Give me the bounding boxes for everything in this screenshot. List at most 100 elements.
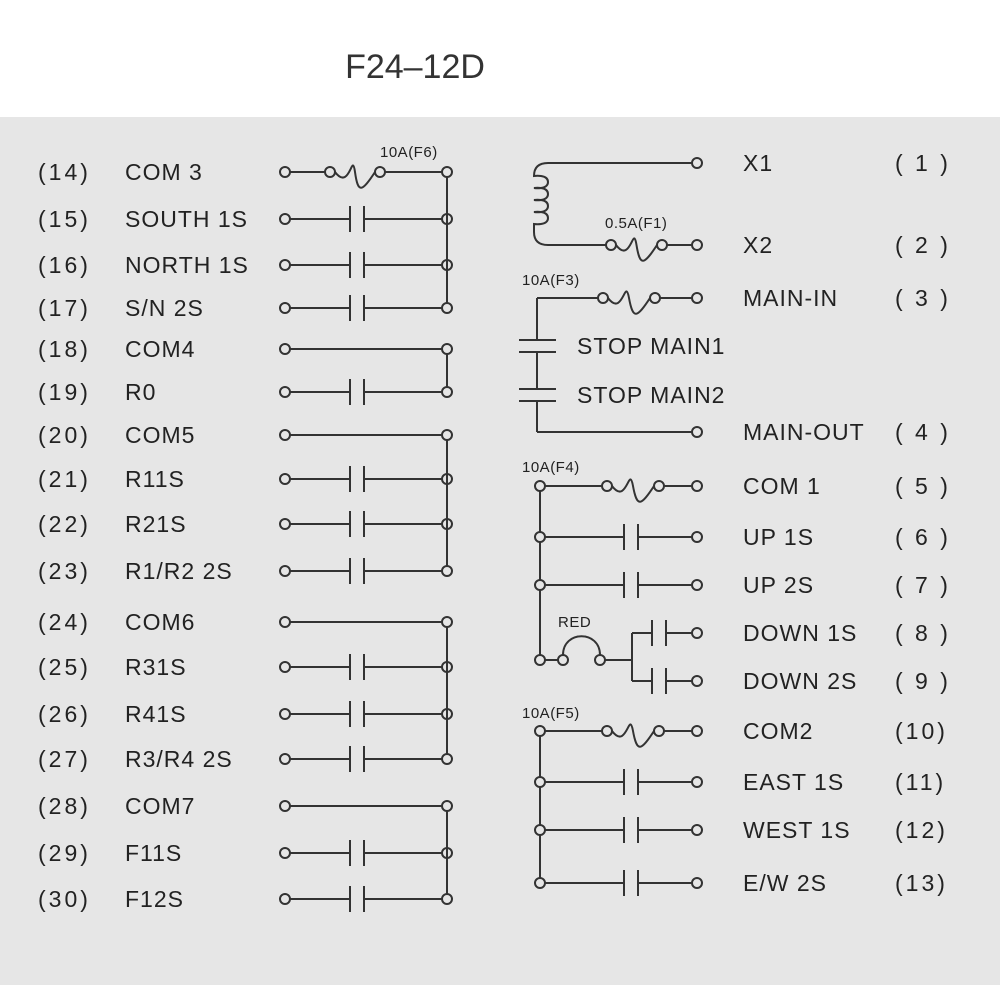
terminal-number: (20) xyxy=(38,422,91,448)
terminal-icon xyxy=(691,426,703,438)
terminal-label: R1/R2 2S xyxy=(125,558,233,584)
stop-label: STOP MAIN1 xyxy=(577,333,725,359)
terminal-label: DOWN 2S xyxy=(743,668,857,694)
terminal-icon xyxy=(691,239,703,251)
terminal-icon xyxy=(691,480,703,492)
terminal-icon xyxy=(691,157,703,169)
terminal-label: COM4 xyxy=(125,336,195,362)
diagram-panel xyxy=(0,117,1000,985)
terminal-icon xyxy=(279,343,291,355)
terminal-number: (15) xyxy=(38,206,91,232)
bus-node xyxy=(441,386,453,398)
bus-node xyxy=(441,565,453,577)
terminal-label: X2 xyxy=(743,232,773,258)
terminal-label: R11S xyxy=(125,466,185,492)
terminal-icon xyxy=(279,847,291,859)
terminal-number: (26) xyxy=(38,701,91,727)
fuse-icon xyxy=(334,164,376,189)
terminal-label: DOWN 1S xyxy=(743,620,857,646)
terminal-icon xyxy=(691,579,703,591)
terminal-number: ( 1 ) xyxy=(895,150,951,176)
fuse-label: 10A(F4) xyxy=(522,459,580,476)
bus-node xyxy=(534,531,546,543)
terminal-number: ( 7 ) xyxy=(895,572,951,598)
jumper-terminal xyxy=(557,654,569,666)
terminal-icon xyxy=(279,302,291,314)
fuse-terminal xyxy=(374,166,386,178)
fuse-terminal xyxy=(601,480,613,492)
terminal-number: ( 5 ) xyxy=(895,473,951,499)
terminal-icon xyxy=(279,386,291,398)
terminal-number: (23) xyxy=(38,558,91,584)
terminal-number: (12) xyxy=(895,817,948,843)
terminal-number: (21) xyxy=(38,466,91,492)
bus-node xyxy=(441,893,453,905)
terminal-label: COM 3 xyxy=(125,159,203,185)
fuse-terminal xyxy=(324,166,336,178)
terminal-number: ( 9 ) xyxy=(895,668,951,694)
terminal-number: ( 6 ) xyxy=(895,524,951,550)
terminal-icon xyxy=(691,531,703,543)
terminal-icon xyxy=(279,166,291,178)
terminal-label: COM 1 xyxy=(743,473,821,499)
fuse-label: 0.5A(F1) xyxy=(605,215,667,232)
terminal-label: COM6 xyxy=(125,609,195,635)
terminal-icon xyxy=(279,565,291,577)
terminal-label: R0 xyxy=(125,379,156,405)
terminal-label: MAIN-IN xyxy=(743,285,838,311)
terminal-icon xyxy=(691,725,703,737)
bus-node xyxy=(534,579,546,591)
red-label: RED xyxy=(558,614,591,631)
bus-node xyxy=(534,654,546,666)
terminal-label: SOUTH 1S xyxy=(125,206,248,232)
terminal-number: (28) xyxy=(38,793,91,819)
terminal-number: (11) xyxy=(895,769,946,795)
terminal-number: (30) xyxy=(38,886,91,912)
terminal-number: (19) xyxy=(38,379,91,405)
fuse-terminal xyxy=(656,239,668,251)
terminal-label: NORTH 1S xyxy=(125,252,249,278)
bus-node xyxy=(534,824,546,836)
stop-label: STOP MAIN2 xyxy=(577,382,725,408)
terminal-icon xyxy=(279,259,291,271)
coil-icon xyxy=(532,162,550,246)
terminal-number: (24) xyxy=(38,609,91,635)
bus-node xyxy=(534,725,546,737)
bus-node xyxy=(441,616,453,628)
terminal-label: MAIN-OUT xyxy=(743,419,865,445)
diagram-title: F24–12D xyxy=(345,48,485,86)
terminal-label: F11S xyxy=(125,840,182,866)
terminal-icon xyxy=(279,753,291,765)
terminal-number: ( 2 ) xyxy=(895,232,951,258)
terminal-icon xyxy=(691,877,703,889)
terminal-icon xyxy=(691,627,703,639)
terminal-label: UP 2S xyxy=(743,572,814,598)
fuse-terminal xyxy=(649,292,661,304)
fuse-icon xyxy=(611,723,655,748)
terminal-label: COM5 xyxy=(125,422,195,448)
terminal-number: (17) xyxy=(38,295,91,321)
bus-node xyxy=(441,429,453,441)
terminal-label: EAST 1S xyxy=(743,769,844,795)
fuse-terminal xyxy=(597,292,609,304)
terminal-icon xyxy=(279,473,291,485)
terminal-number: (14) xyxy=(38,159,91,185)
bus-node xyxy=(534,877,546,889)
terminal-label: S/N 2S xyxy=(125,295,204,321)
fuse-terminal xyxy=(605,239,617,251)
fuse-label: 10A(F6) xyxy=(380,144,438,161)
terminal-label: F12S xyxy=(125,886,184,912)
terminal-number: (22) xyxy=(38,511,91,537)
terminal-icon xyxy=(279,661,291,673)
bus-node xyxy=(534,776,546,788)
fuse-icon xyxy=(607,290,651,315)
fuse-terminal xyxy=(601,725,613,737)
terminal-icon xyxy=(279,213,291,225)
bus-node xyxy=(441,753,453,765)
fuse-label: 10A(F3) xyxy=(522,272,580,289)
terminal-label: COM7 xyxy=(125,793,195,819)
terminal-number: (16) xyxy=(38,252,91,278)
fuse-terminal xyxy=(653,480,665,492)
terminal-icon xyxy=(279,429,291,441)
